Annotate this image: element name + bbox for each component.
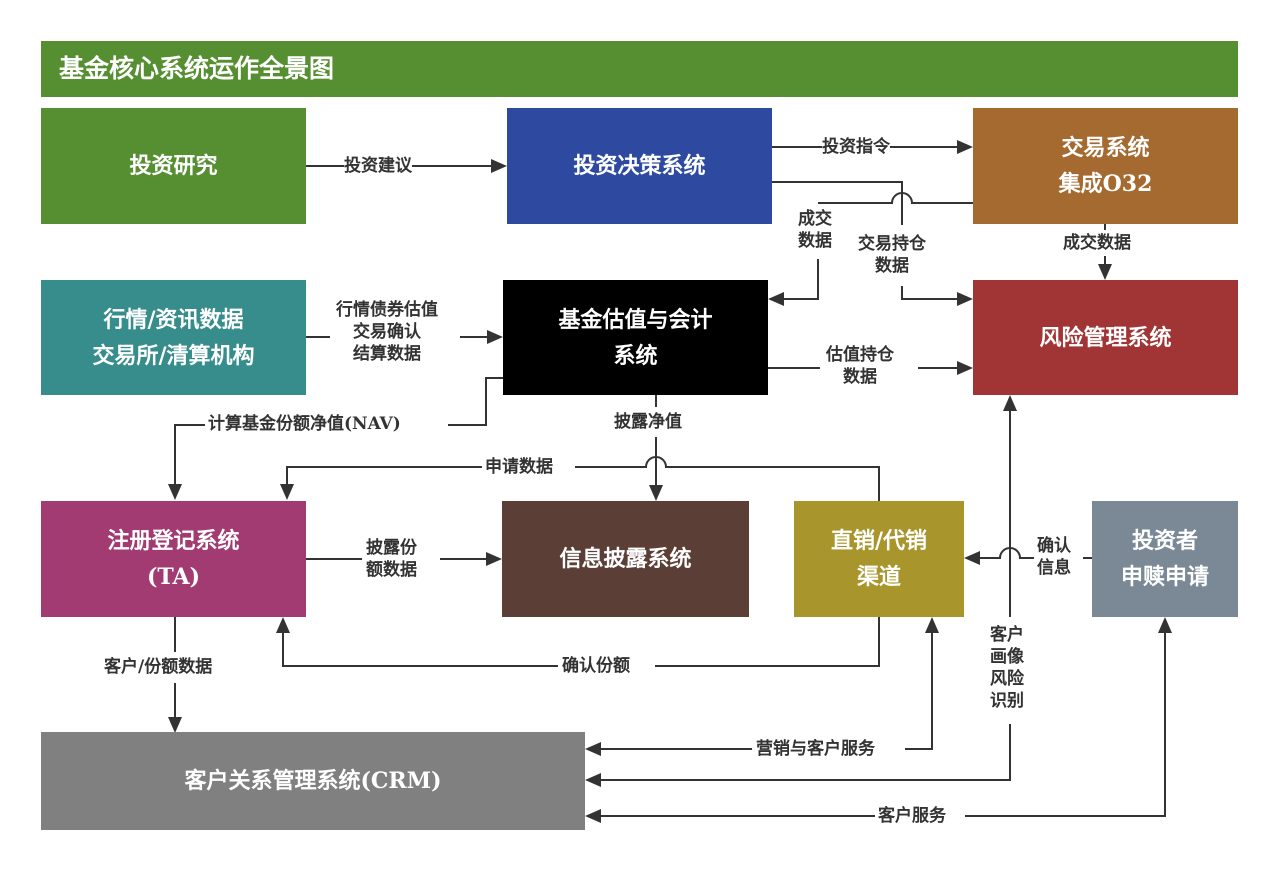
node-label: 注册登记系统 <box>107 528 240 554</box>
node-label: 系统 <box>613 342 658 369</box>
edge-trade-position-line-2 <box>901 286 958 300</box>
edge-marketing-arrowhead-up <box>925 617 939 633</box>
edge-trade-data-val-arrowhead <box>768 292 784 306</box>
edge-nav-line-2 <box>174 424 205 485</box>
edge-client-service-arrowhead-up <box>1158 617 1172 633</box>
node-information-disclosure-system[interactable]: 信息披露系统 <box>502 501 749 617</box>
edge-trade-data-val-line-2 <box>783 259 819 300</box>
node-investment-research[interactable]: 投资研究 <box>41 108 306 224</box>
node-label: 信息披露系统 <box>559 546 692 572</box>
edge-client-share-arrowhead <box>168 717 182 733</box>
edge-apply-data-arrowhead <box>280 484 294 500</box>
node-label: 投资研究 <box>129 153 218 179</box>
edge-label-trade-data-risk: 成交数据 <box>1063 232 1131 254</box>
edge-marketing-arrowhead-left <box>585 742 601 756</box>
node-label: 投资者 <box>1131 528 1198 554</box>
node-valuation-accounting-system[interactable]: 基金估值与会计 系统 <box>503 280 768 395</box>
edge-val-position-arrowhead <box>957 361 973 375</box>
edge-disclose-nav-arrowhead <box>649 485 663 501</box>
diagram-title-banner: 基金核心系统运作全景图 <box>41 41 1238 97</box>
node-label: (TA) <box>146 564 201 590</box>
edge-label-invest-order: 投资指令 <box>822 136 890 158</box>
node-sales-channel[interactable]: 直销/代销 渠道 <box>794 501 964 617</box>
edge-nav-line <box>448 377 503 426</box>
edge-confirm-share-line-2 <box>282 632 558 667</box>
node-trading-system-o32[interactable]: 交易系统 集成O32 <box>973 108 1238 224</box>
edge-label-nav: 计算基金份额净值(NAV) <box>208 413 401 435</box>
edge-confirm-info-arrowhead <box>964 551 980 565</box>
edge-client-service-arrowhead-left <box>585 809 601 823</box>
edge-marketing-line <box>905 632 933 750</box>
edge-invest-order-arrowhead <box>957 140 973 154</box>
edge-confirm-info-line-2 <box>979 547 1034 559</box>
edge-apply-data-line-2 <box>286 466 482 485</box>
edge-market-data-arrowhead <box>487 330 503 344</box>
node-label: 客户关系管理系统(CRM) <box>184 768 442 794</box>
edge-confirm-share-arrowhead <box>276 617 290 633</box>
edge-label-invest-advice: 投资建议 <box>344 155 412 177</box>
edge-invest-advice-arrowhead <box>491 159 507 173</box>
diagram-title: 基金核心系统运作全景图 <box>59 54 335 83</box>
node-label: 行情/资讯数据 <box>103 306 244 333</box>
edge-client-service-line <box>965 632 1166 817</box>
node-label: 申赎申请 <box>1120 564 1209 590</box>
node-transfer-agent-system[interactable]: 注册登记系统 (TA) <box>41 501 306 617</box>
edge-nav-arrowhead <box>168 484 182 500</box>
edge-label-trade-position: 交易持仓 数据 <box>858 233 926 277</box>
node-investor-request[interactable]: 投资者 申赎申请 <box>1092 501 1238 617</box>
edge-label-disclose-share: 披露份 额数据 <box>366 537 417 581</box>
edge-label-disclose-nav: 披露净值 <box>614 411 682 433</box>
edge-label-confirm-info: 确认 信息 <box>1037 535 1071 579</box>
edge-profile-risk-line-2 <box>600 724 1011 781</box>
edge-label-profile-risk: 客户 画像 风险 识别 <box>990 624 1024 712</box>
edge-label-valuation-position: 估值持仓 数据 <box>826 344 894 388</box>
node-risk-management-system[interactable]: 风险管理系统 <box>973 280 1238 395</box>
edge-label-market-data: 行情债券估值 交易确认 结算数据 <box>336 299 438 365</box>
node-market-data-source[interactable]: 行情/资讯数据 交易所/清算机构 <box>41 280 306 395</box>
edge-label-client-service: 客户服务 <box>878 805 946 827</box>
node-label: 渠道 <box>856 564 901 590</box>
node-label: 风险管理系统 <box>1039 324 1172 351</box>
edge-trade-data-val-line <box>818 192 973 204</box>
node-investment-decision-system[interactable]: 投资决策系统 <box>507 108 772 224</box>
edge-apply-data-line <box>575 456 880 501</box>
node-label: 投资决策系统 <box>573 153 706 179</box>
edge-disclose-share-arrowhead <box>486 552 502 566</box>
edge-profile-risk-arrowhead-left <box>585 773 601 787</box>
edge-trade-data-risk-arrowhead <box>1098 264 1112 280</box>
node-label: 基金估值与会计 <box>558 306 713 333</box>
edge-confirm-share-line <box>655 617 880 667</box>
edge-trade-position-arrowhead <box>957 292 973 306</box>
edge-profile-risk-arrowhead-up <box>1003 395 1017 411</box>
edge-trade-position-line <box>772 181 903 225</box>
node-label: 交易所/清算机构 <box>92 342 255 369</box>
node-label: 交易系统 <box>1061 135 1150 161</box>
edge-label-trade-data-valuation: 成交 数据 <box>798 208 832 252</box>
edge-label-confirm-share: 确认份额 <box>562 655 630 677</box>
edge-label-apply-data: 申请数据 <box>485 456 553 478</box>
node-label: 集成O32 <box>1058 171 1153 197</box>
node-label: 直销/代销 <box>830 528 928 554</box>
node-crm-system[interactable]: 客户关系管理系统(CRM) <box>41 732 585 830</box>
edge-label-client-share: 客户/份额数据 <box>104 656 213 678</box>
edge-label-marketing: 营销与客户服务 <box>756 738 875 760</box>
